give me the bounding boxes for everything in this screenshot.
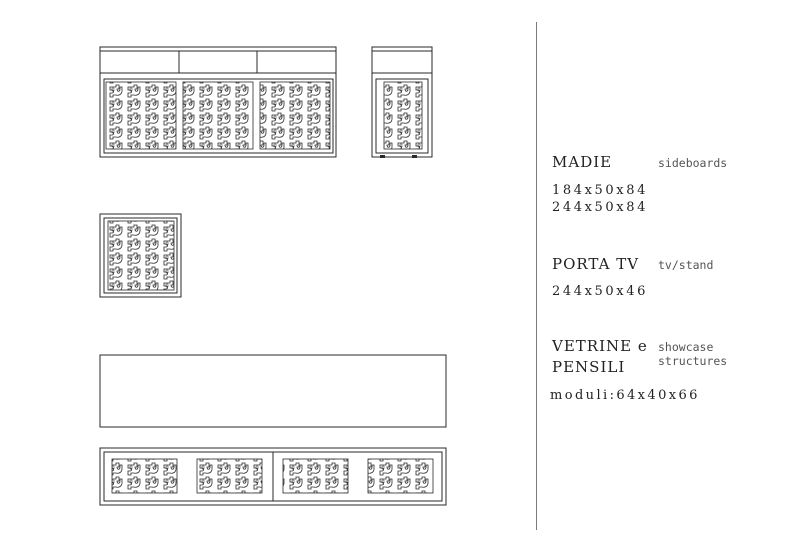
tv-stand-top-view: [99, 354, 447, 428]
product-drawings: [99, 46, 447, 506]
product-category-line: structures: [658, 354, 728, 368]
product-dimension: 244x50x84: [552, 200, 648, 215]
single-module-front-view: [99, 213, 182, 298]
product-dimension: 184x50x84: [552, 183, 648, 198]
sideboard-front-view: [99, 46, 337, 158]
product-name: MADIE: [552, 153, 613, 171]
product-dimension: 244x50x46: [552, 284, 648, 299]
vertical-divider: [536, 22, 537, 530]
product-category: sideboards: [658, 156, 728, 170]
sideboard-side-view: [371, 46, 433, 158]
product-name-line: VETRINE e: [552, 337, 648, 355]
product-name: PORTA TV: [552, 255, 640, 273]
product-category: tv/stand: [658, 258, 714, 272]
product-category-line: showcase: [658, 340, 714, 354]
tv-stand-front-view: [99, 447, 447, 506]
product-dimension: moduli:64x40x66: [550, 388, 700, 403]
product-name-line: PENSILI: [552, 358, 626, 376]
